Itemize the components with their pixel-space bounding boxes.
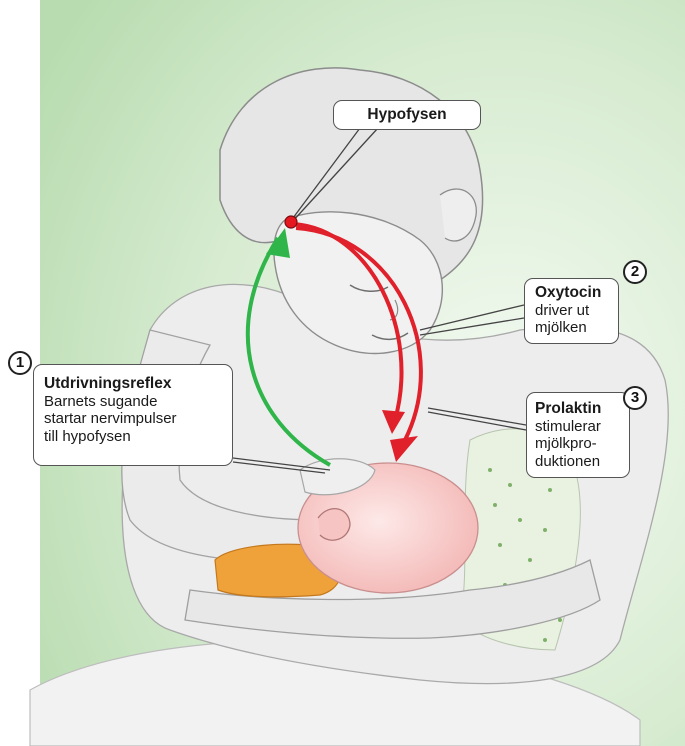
utdrivningsreflex-line-2: startar nervimpulser	[44, 410, 232, 427]
oxytocin-line-1: driver ut	[535, 302, 618, 319]
utdrivningsreflex-line-1: Barnets sugande	[44, 393, 232, 410]
number-circle-3: 3	[623, 386, 647, 410]
number-circle-2: 2	[623, 260, 647, 284]
prolaktin-line-3: duktionen	[535, 453, 629, 470]
utdrivningsreflex-title: Utdrivningsreflex	[44, 375, 232, 393]
callout-utdrivningsreflex: Utdrivningsreflex Barnets sugande starta…	[33, 364, 233, 466]
callout-prolaktin: Prolaktin stimulerar mjölkpro- duktionen	[526, 392, 630, 478]
prolaktin-line-1: stimulerar	[535, 418, 629, 435]
oxytocin-title: Oxytocin	[535, 284, 618, 302]
prolaktin-title: Prolaktin	[535, 400, 629, 418]
utdrivningsreflex-line-3: till hypofysen	[44, 428, 232, 445]
oxytocin-line-2: mjölken	[535, 319, 618, 336]
hypofysen-label: Hypofysen	[334, 101, 480, 129]
pituitary-dot	[285, 216, 297, 228]
prolaktin-line-2: mjölkpro-	[535, 435, 629, 452]
baby-ear	[318, 509, 350, 541]
callout-oxytocin: Oxytocin driver ut mjölken	[524, 278, 619, 344]
callout-hypofysen: Hypofysen	[333, 100, 481, 130]
number-circle-1: 1	[8, 351, 32, 375]
